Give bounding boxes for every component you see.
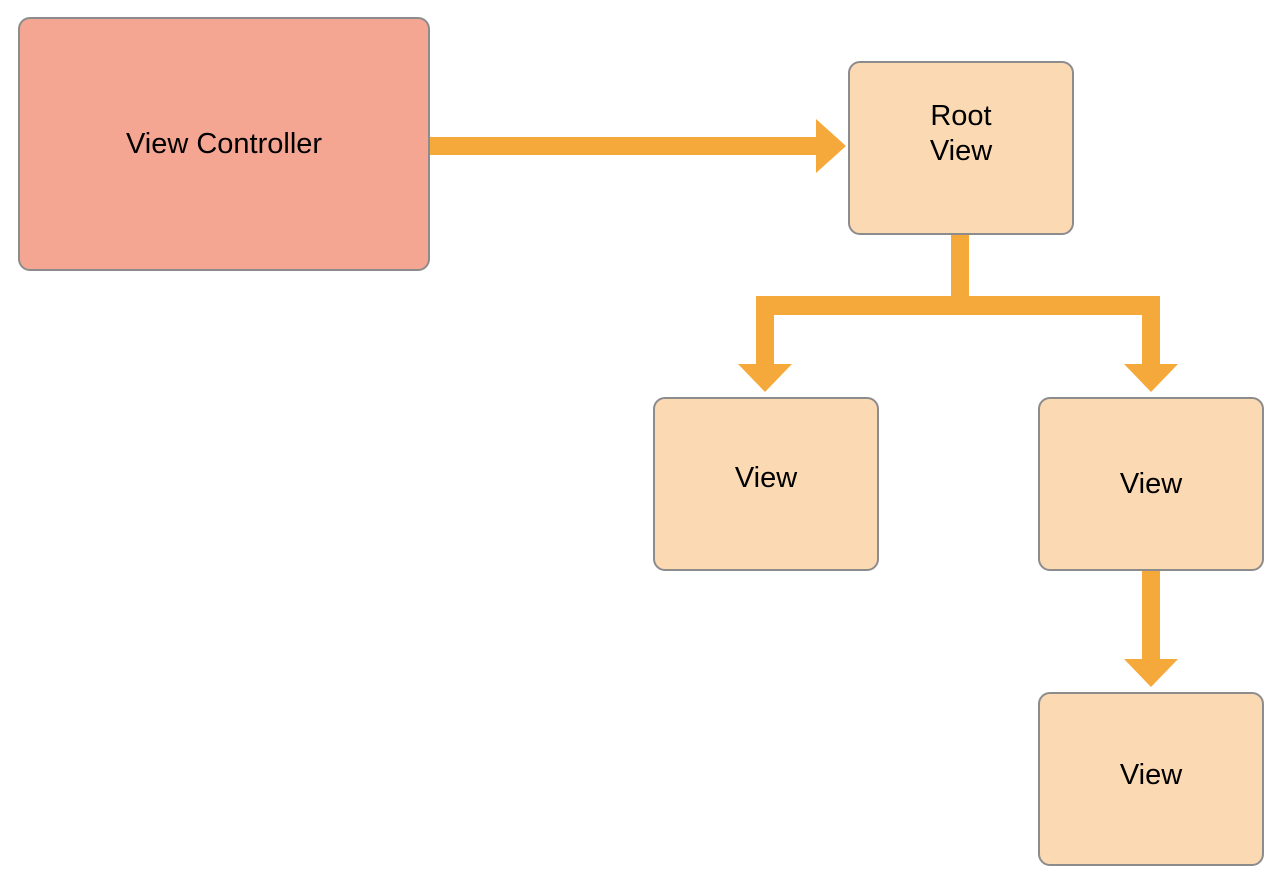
view-controller-node: View Controller [18, 17, 430, 271]
view-node-right: View [1038, 397, 1264, 571]
view-left-label: View [734, 461, 798, 494]
view-right-label: View [1119, 467, 1183, 500]
arrow-root-to-children [738, 235, 1178, 392]
view-bottom-label: View [1119, 758, 1183, 791]
view-node-left: View [653, 397, 879, 571]
arrow-view-to-subview [1124, 571, 1178, 687]
root-view-node: Root View [848, 61, 1074, 235]
view-controller-label: View Controller [125, 127, 323, 160]
arrow-controller-to-root [430, 119, 846, 173]
root-view-label: Root View [929, 100, 993, 167]
view-node-bottom: View [1038, 692, 1264, 866]
